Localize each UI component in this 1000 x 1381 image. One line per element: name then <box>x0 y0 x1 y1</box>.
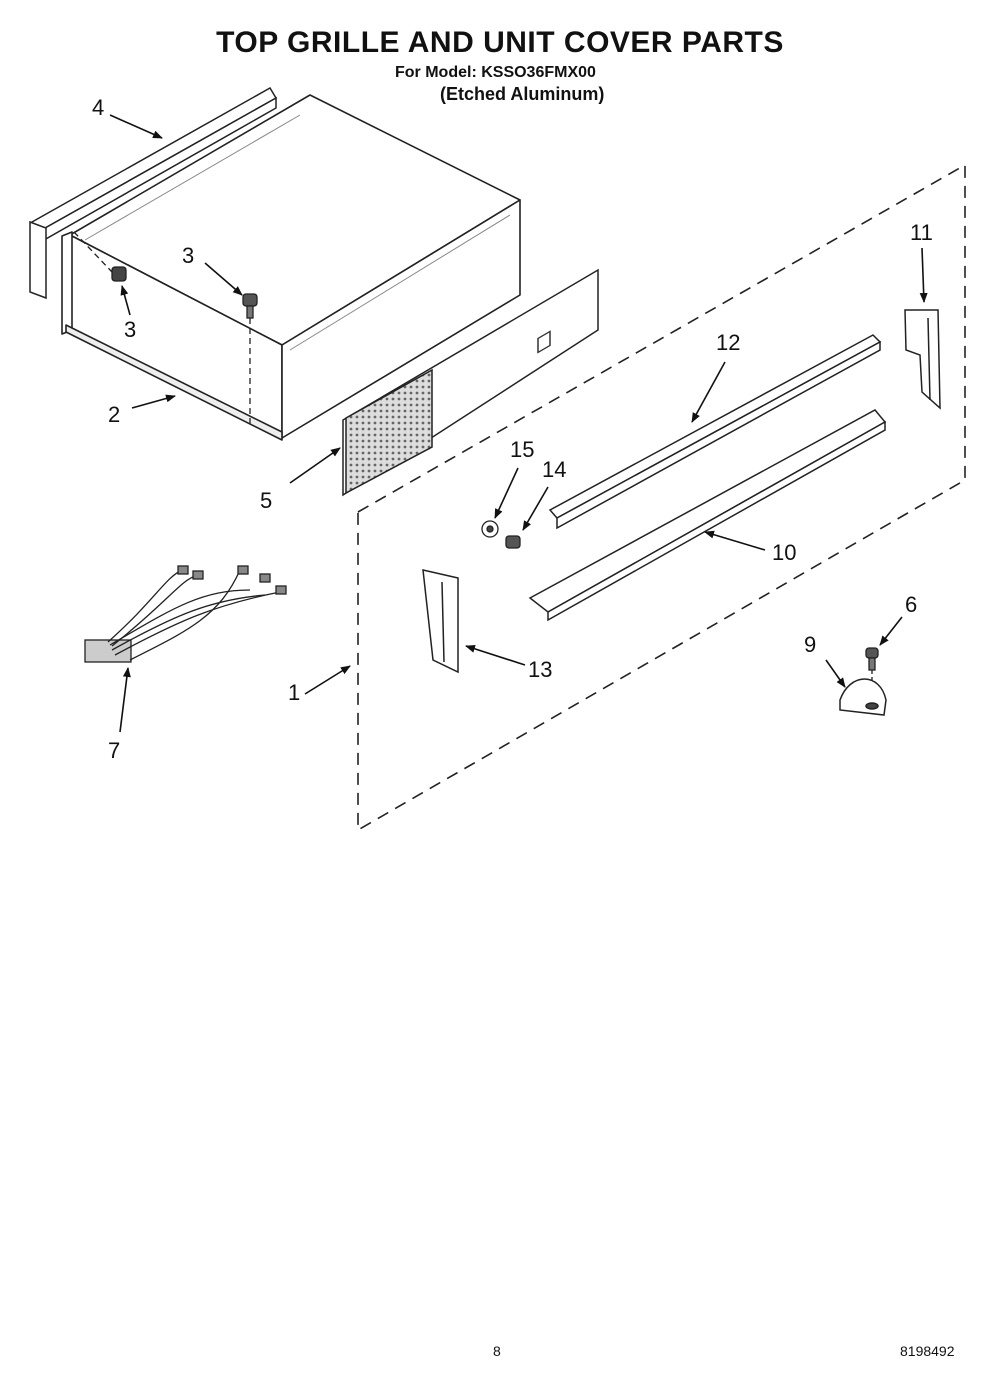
page-number: 8 <box>493 1343 501 1359</box>
model-line: For Model: KSSO36FMX00 <box>395 64 596 81</box>
leader-4 <box>109 114 163 139</box>
callout-2: 2 <box>108 402 120 427</box>
leader-2 <box>131 394 176 409</box>
leader-13 <box>465 644 526 666</box>
part-12-trim-channel <box>548 334 882 530</box>
leader-6 <box>879 616 903 646</box>
callout-13: 13 <box>528 657 552 682</box>
leader-3-top <box>204 262 243 296</box>
callout-7: 7 <box>108 738 120 763</box>
leader-14 <box>522 486 549 531</box>
leader-12 <box>691 361 726 423</box>
part-5-grille-panel <box>342 268 599 497</box>
leader-1 <box>304 665 351 695</box>
callout-5: 5 <box>260 488 272 513</box>
part-3-screw-side <box>73 231 127 282</box>
part-10-bottom-trim <box>528 409 887 622</box>
document-number: 8198492 <box>900 1343 955 1359</box>
callout-6: 6 <box>905 592 917 617</box>
part-9-clamp <box>839 678 887 716</box>
part-1-assembly-outline <box>357 163 966 832</box>
callout-1: 1 <box>288 680 300 705</box>
part-11-bracket <box>904 309 941 410</box>
callout-10: 10 <box>772 540 796 565</box>
callout-11: 11 <box>910 220 933 245</box>
page-title: TOP GRILLE AND UNIT COVER PARTS <box>216 26 784 59</box>
callout-3-top: 3 <box>182 243 194 268</box>
callout-labels: 4 3 3 2 5 11 12 15 14 10 6 9 13 1 7 <box>92 95 933 763</box>
leader-3-side <box>120 285 131 316</box>
callout-3-side: 3 <box>124 317 136 342</box>
leader-15 <box>494 467 519 519</box>
callout-15: 15 <box>510 437 534 462</box>
callout-14: 14 <box>542 457 566 482</box>
leader-10 <box>704 530 766 551</box>
part-13-bracket <box>422 569 459 674</box>
part-7-wire-harness <box>84 565 287 663</box>
callout-12: 12 <box>716 330 740 355</box>
finish-line: (Etched Aluminum) <box>440 84 605 104</box>
leader-lines <box>109 114 928 733</box>
callout-4: 4 <box>92 95 104 120</box>
part-15-nut <box>481 520 499 538</box>
leader-7 <box>119 667 131 733</box>
leader-9 <box>825 659 846 688</box>
leader-11 <box>919 247 928 303</box>
leader-5 <box>289 447 341 484</box>
part-3-screw-top <box>242 293 258 425</box>
part-4-back-rail <box>29 86 278 300</box>
callout-9: 9 <box>804 632 816 657</box>
part-14-clip <box>505 535 521 549</box>
